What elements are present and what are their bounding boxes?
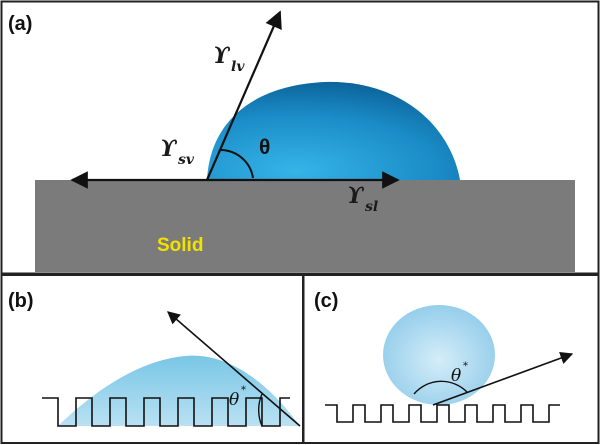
contact-line-c: [432, 351, 574, 406]
panel-a-frame: [0, 0, 600, 275]
droplet: [207, 81, 460, 180]
panel-c-frame: [302, 274, 600, 444]
svg-text:sv: sv: [178, 152, 195, 168]
svg-text:ϒ: ϒ: [347, 183, 365, 209]
rough-surface-c: [325, 404, 560, 423]
panel-c: (c) θ *: [302, 274, 600, 444]
panel-c-label: (c): [314, 290, 338, 312]
svg-text:ϒ: ϒ: [160, 136, 178, 162]
apparent-angle-arc-c: [413, 380, 468, 395]
theta-star-sup-c: *: [463, 361, 468, 372]
theta-star-label-c: θ: [451, 366, 461, 386]
panel-b-label: (b): [8, 290, 34, 312]
solid-label: Solid: [157, 235, 203, 256]
contact-angle-arc: [220, 149, 254, 179]
contact-line-b: [167, 311, 301, 427]
apparent-angle-arc-b: [258, 393, 263, 427]
panel-a-label: (a): [8, 13, 32, 35]
gamma-sl-label: ϒ sl: [347, 183, 378, 215]
panel-a: (a) Solid θ ϒ lv ϒ sv ϒ sl: [0, 0, 600, 275]
rough-surface-b: [42, 397, 290, 427]
svg-text:ϒ: ϒ: [213, 43, 231, 69]
theta-star-label-b: θ: [229, 390, 239, 410]
panel-b: (b) θ *: [0, 274, 305, 444]
svg-text:lv: lv: [231, 59, 245, 75]
gamma-sv-label: ϒ sv: [160, 136, 195, 168]
cassie-droplet: [383, 305, 495, 405]
svg-text:sl: sl: [365, 199, 378, 215]
gamma-lv-arrow: [205, 10, 282, 181]
gamma-lv-label: ϒ lv: [213, 43, 245, 75]
wenzel-droplet: [58, 355, 300, 426]
solid-substrate: [35, 180, 575, 272]
theta-label: θ: [259, 136, 270, 159]
theta-star-sup-b: *: [241, 385, 246, 396]
